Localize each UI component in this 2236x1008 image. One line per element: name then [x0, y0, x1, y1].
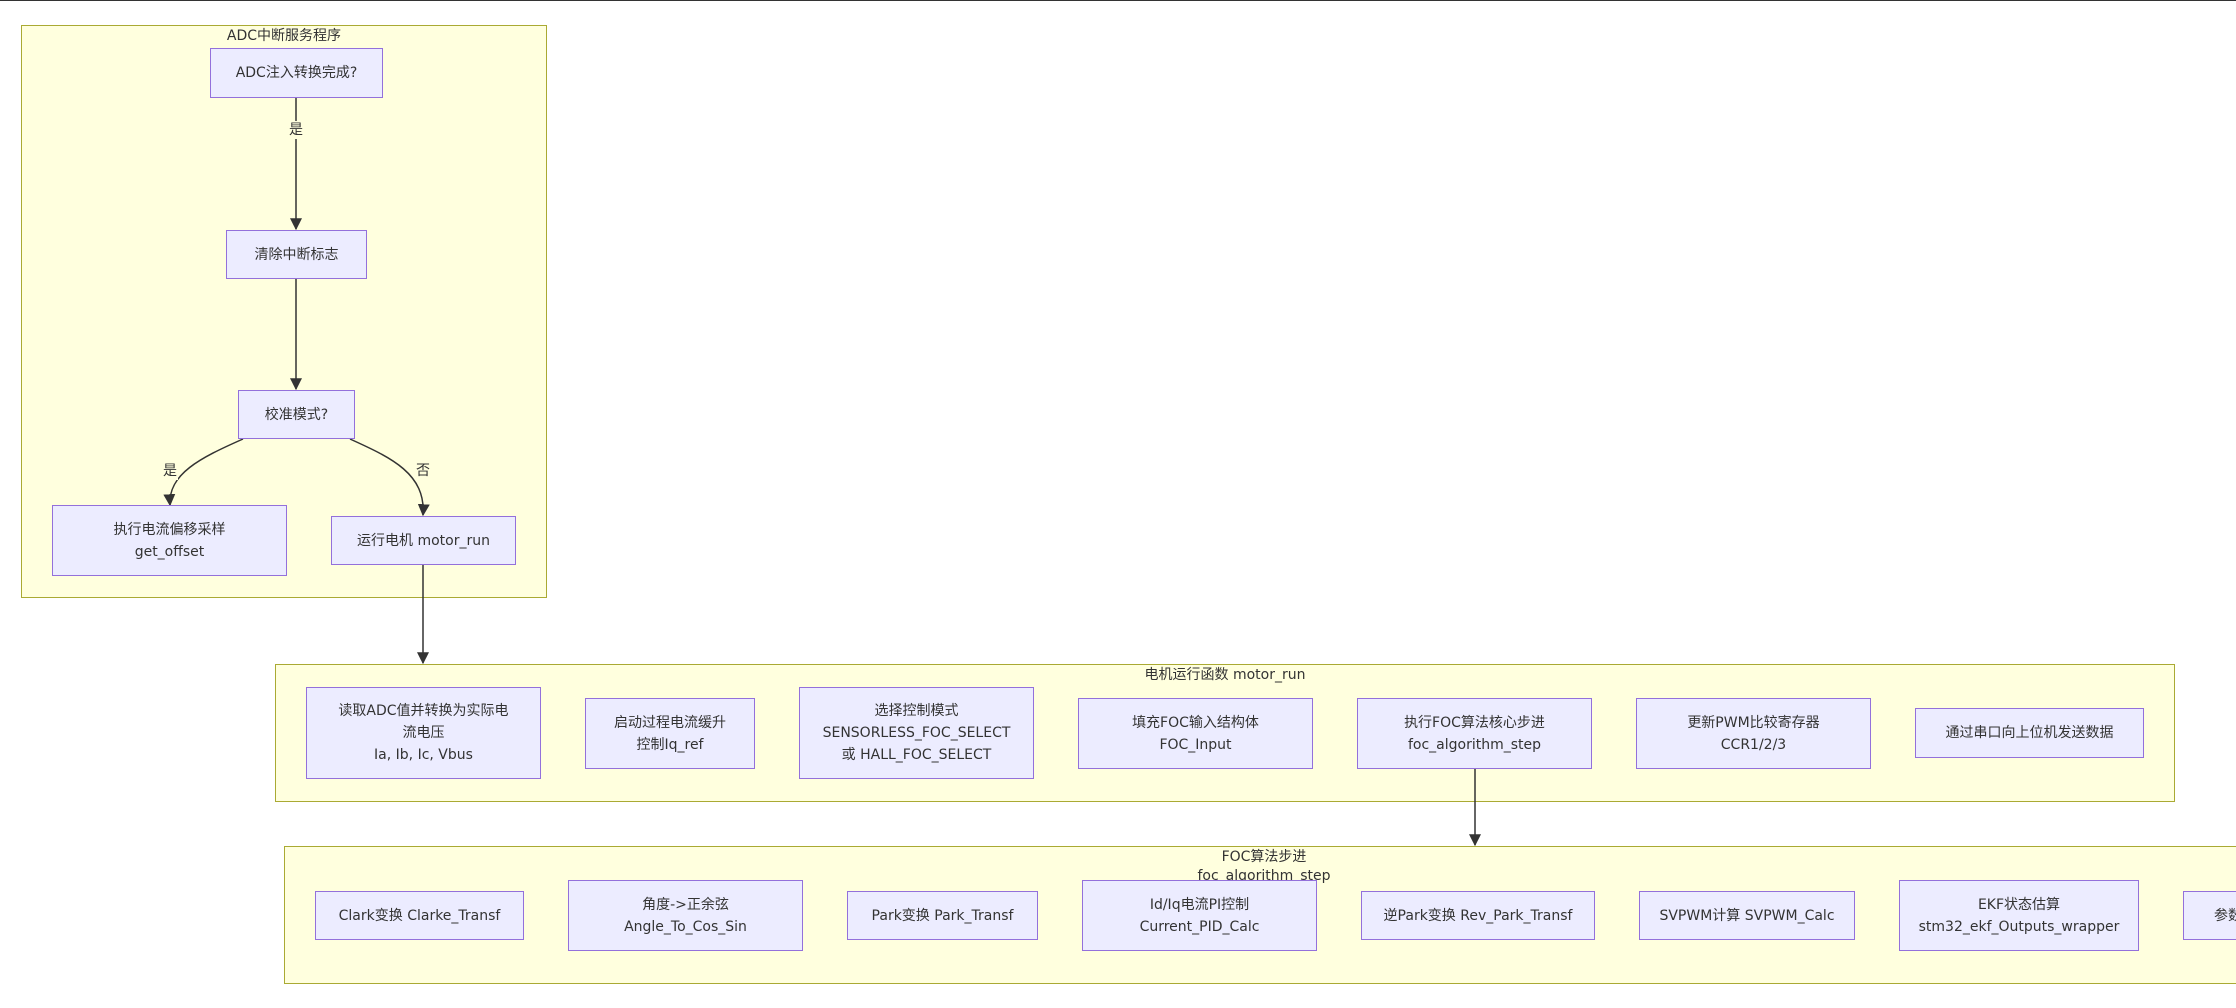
node-pid: Id/Iq电流PI控制 Current_PID_Calc — [1082, 880, 1317, 951]
node-fill-input-label: 填充FOC输入结构体 FOC_Input — [1132, 714, 1259, 753]
node-clear-flag-label: 清除中断标志 — [254, 246, 339, 263]
node-uart-send: 通过串口向上位机发送数据 — [1915, 708, 2144, 758]
node-adc-done-label: ADC注入转换完成? — [235, 65, 358, 81]
edge-label-no-run-motor: 否 — [415, 462, 431, 480]
node-get-offset: 执行电流偏移采样 get_offset — [52, 505, 287, 576]
node-calib-mode-label: 校准模式? — [264, 406, 329, 423]
node-read-adc-label: 读取ADC值并转换为实际电 流电压 Ia, Ib, Ic, Vbus — [338, 703, 509, 763]
node-svpwm-label: SVPWM计算 SVPWM_Calc — [1659, 907, 1835, 924]
node-read-adc: 读取ADC值并转换为实际电 流电压 Ia, Ib, Ic, Vbus — [306, 687, 541, 779]
node-adc-done: ADC注入转换完成? — [210, 48, 383, 98]
edge-label-yes-clear-flag: 是 — [288, 121, 304, 139]
node-calib-mode: 校准模式? — [238, 390, 355, 439]
node-ekf-label: EKF状态估算 stm32_ekf_Outputs_wrapper — [1918, 896, 2120, 935]
cluster-adc-isr: ADC中断服务程序 — [21, 25, 547, 598]
node-rev-park: 逆Park变换 Rev_Park_Transf — [1361, 891, 1595, 940]
node-param: 参数 — [2183, 891, 2236, 940]
node-run-motor: 运行电机 motor_run — [331, 516, 516, 565]
node-uart-send-label: 通过串口向上位机发送数据 — [1945, 725, 2114, 741]
node-park-label: Park变换 Park_Transf — [871, 907, 1014, 924]
node-fill-input: 填充FOC输入结构体 FOC_Input — [1078, 698, 1313, 769]
node-ramp-iq-label: 启动过程电流缓升 控制Iq_ref — [614, 714, 726, 753]
node-get-offset-label: 执行电流偏移采样 get_offset — [113, 521, 226, 560]
node-param-label: 参数 — [2214, 907, 2236, 924]
node-angle-label: 角度->正余弦 Angle_To_Cos_Sin — [624, 896, 747, 935]
node-angle: 角度->正余弦 Angle_To_Cos_Sin — [568, 880, 803, 951]
edge-label-yes-get-offset: 是 — [162, 462, 178, 480]
node-clark-label: Clark变换 Clarke_Transf — [338, 907, 501, 924]
edge-calib-mode-to-get-offset — [163, 438, 244, 507]
top-divider-line — [0, 0, 2236, 1]
node-clark: Clark变换 Clarke_Transf — [315, 891, 524, 940]
node-svpwm: SVPWM计算 SVPWM_Calc — [1639, 891, 1855, 940]
node-update-pwm-label: 更新PWM比较寄存器 CCR1/2/3 — [1687, 714, 1820, 753]
node-ekf: EKF状态估算 stm32_ekf_Outputs_wrapper — [1899, 880, 2139, 951]
node-park: Park变换 Park_Transf — [847, 891, 1038, 940]
node-pid-label: Id/Iq电流PI控制 Current_PID_Calc — [1139, 896, 1260, 935]
node-foc-core: 执行FOC算法核心步进 foc_algorithm_step — [1357, 698, 1592, 769]
node-select-mode: 选择控制模式 SENSORLESS_FOC_SELECT 或 HALL_FOC_… — [799, 687, 1034, 779]
cluster-adc-isr-title: ADC中断服务程序 — [226, 28, 342, 44]
node-select-mode-label: 选择控制模式 SENSORLESS_FOC_SELECT 或 HALL_FOC_… — [822, 703, 1011, 763]
node-foc-core-label: 执行FOC算法核心步进 foc_algorithm_step — [1404, 714, 1545, 753]
node-update-pwm: 更新PWM比较寄存器 CCR1/2/3 — [1636, 698, 1871, 769]
node-rev-park-label: 逆Park变换 Rev_Park_Transf — [1383, 907, 1573, 924]
node-run-motor-label: 运行电机 motor_run — [357, 532, 490, 549]
node-clear-flag: 清除中断标志 — [226, 230, 367, 279]
edge-calib-mode-to-run-motor — [349, 438, 430, 517]
cluster-motor-run-title: 电机运行函数 motor_run — [1144, 667, 1306, 683]
node-ramp-iq: 启动过程电流缓升 控制Iq_ref — [585, 698, 755, 769]
